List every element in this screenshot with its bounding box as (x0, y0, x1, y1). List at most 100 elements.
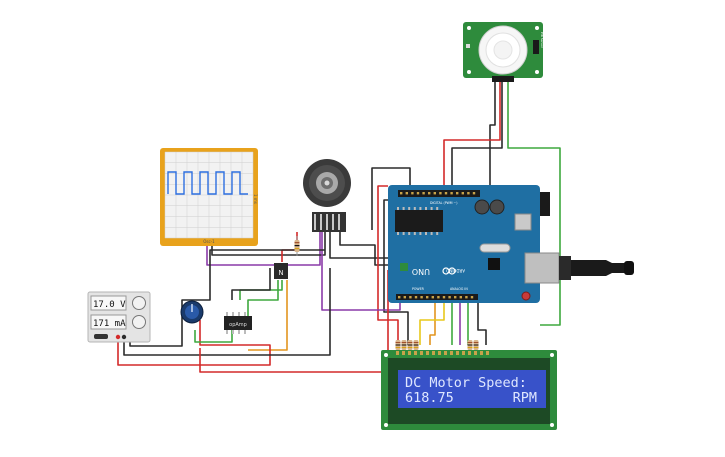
wire-red-vcc[interactable] (199, 270, 389, 373)
lcd-pin[interactable] (426, 351, 429, 355)
wire-red-main[interactable] (377, 185, 399, 345)
pir-sensor[interactable]: PIR Sensor (463, 22, 544, 82)
lcd-pin[interactable] (408, 351, 411, 355)
analog-pin[interactable] (398, 296, 401, 299)
resistor[interactable] (294, 236, 300, 256)
chip-leg (397, 232, 399, 235)
digital-pin[interactable] (433, 192, 436, 195)
lcd-resistor[interactable] (401, 340, 407, 350)
negative-terminal[interactable] (121, 334, 127, 340)
wire-scope-black[interactable] (211, 232, 326, 256)
digital-pin[interactable] (428, 192, 431, 195)
digital-pin[interactable] (439, 192, 442, 195)
wire-encoder-top[interactable] (371, 167, 411, 230)
lcd-pin[interactable] (450, 351, 453, 355)
analog-pin[interactable] (437, 296, 440, 299)
digital-header[interactable] (398, 190, 480, 197)
dc-motor-encoder[interactable] (303, 159, 351, 232)
positive-terminal[interactable] (115, 334, 121, 340)
wire-transistor-emitter[interactable] (248, 280, 288, 351)
wire-lcd-yellow[interactable] (419, 296, 445, 345)
lcd-resistor[interactable] (413, 340, 419, 350)
wire-black-main[interactable] (383, 199, 409, 345)
analog-pin[interactable] (459, 296, 462, 299)
lcd-pin[interactable] (432, 351, 435, 355)
digital-pin[interactable] (405, 192, 408, 195)
analog-pin[interactable] (409, 296, 412, 299)
analog-pin[interactable] (470, 296, 474, 299)
analog-label: ANALOG IN (450, 287, 468, 291)
wire-lcd-black[interactable] (477, 296, 487, 345)
wire-psu-black2[interactable] (129, 249, 325, 347)
wire-scope-purple[interactable] (206, 232, 321, 266)
lcd-resistor[interactable] (407, 340, 413, 350)
lcd-line-1: DC Motor Speed: (405, 375, 527, 391)
usb-cable[interactable] (559, 256, 634, 280)
wire-pir-gnd[interactable] (507, 80, 561, 326)
digital-pin[interactable] (461, 192, 464, 195)
analog-pin[interactable] (448, 296, 451, 299)
digital-pin[interactable] (472, 192, 476, 195)
wire-pir-red[interactable] (443, 80, 501, 188)
oscilloscope-bottom-label: Osc-1 (203, 239, 215, 244)
analog-header[interactable] (396, 294, 478, 300)
analog-pin[interactable] (454, 296, 457, 299)
digital-pin[interactable] (400, 192, 403, 195)
lcd-pin[interactable] (468, 351, 471, 355)
lcd-pin[interactable] (444, 351, 447, 355)
current-knob[interactable] (132, 315, 146, 329)
power-supply[interactable]: 17.0 V 171 mA (87, 291, 151, 343)
lcd-pin[interactable] (462, 351, 465, 355)
analog-pin[interactable] (414, 296, 418, 299)
wire-lcd-orange[interactable] (429, 296, 436, 345)
reset-button[interactable] (521, 291, 531, 301)
wire-pot-green[interactable] (194, 330, 233, 343)
wire-pir-out[interactable] (451, 80, 503, 188)
power-switch[interactable] (94, 334, 108, 339)
voltage-knob[interactable] (132, 296, 146, 310)
analog-pin[interactable] (403, 296, 406, 299)
analog-pin[interactable] (420, 296, 423, 299)
lcd-resistor[interactable] (473, 340, 479, 350)
digital-pin[interactable] (411, 192, 414, 195)
lcd-pin[interactable] (414, 351, 417, 355)
lcd-pin[interactable] (420, 351, 423, 355)
lcd-pin[interactable] (456, 351, 459, 355)
lcd-pin[interactable] (438, 351, 441, 355)
lcd-pin[interactable] (396, 351, 399, 355)
wire-pir-vcc[interactable] (489, 80, 496, 188)
arduino-logo (442, 267, 456, 275)
opamp[interactable]: opAmp (224, 312, 252, 334)
wire-opamp-out[interactable] (247, 280, 279, 320)
wire-encoder-2[interactable] (329, 232, 388, 259)
lcd-speed-unit: RPM (513, 390, 537, 406)
lcd-resistors[interactable] (395, 340, 479, 350)
lcd-pin[interactable] (486, 351, 489, 355)
potentiometer[interactable] (180, 300, 204, 324)
digital-pin[interactable] (422, 192, 425, 195)
lcd-display[interactable]: DC Motor Speed: 618.75 RPM (381, 350, 557, 430)
lcd-pin[interactable] (474, 351, 477, 355)
digital-pin[interactable] (416, 192, 420, 195)
lcd-resistor[interactable] (395, 340, 401, 350)
chip-leg (425, 207, 427, 210)
wire-opamp-black[interactable] (231, 268, 271, 300)
lcd-resistor[interactable] (467, 340, 473, 350)
analog-pin[interactable] (465, 296, 468, 299)
lcd-pin[interactable] (402, 351, 405, 355)
lcd-pin[interactable] (480, 351, 483, 355)
analog-pin[interactable] (442, 296, 446, 299)
analog-pin[interactable] (426, 296, 429, 299)
digital-pin[interactable] (467, 192, 470, 195)
digital-pin[interactable] (456, 192, 459, 195)
transistor[interactable]: N (274, 263, 288, 279)
analog-pin[interactable] (431, 296, 434, 299)
wire-psu-black[interactable] (123, 268, 331, 356)
digital-pin[interactable] (450, 192, 453, 195)
oscilloscope[interactable]: 1 ms Osc-1 (160, 148, 258, 246)
wire-encoder-1[interactable] (339, 232, 392, 266)
digital-pin[interactable] (444, 192, 448, 195)
arduino-uno[interactable]: DIGITAL (PWM ~) UNO ARDUINO POWER ANALOG… (388, 185, 560, 303)
